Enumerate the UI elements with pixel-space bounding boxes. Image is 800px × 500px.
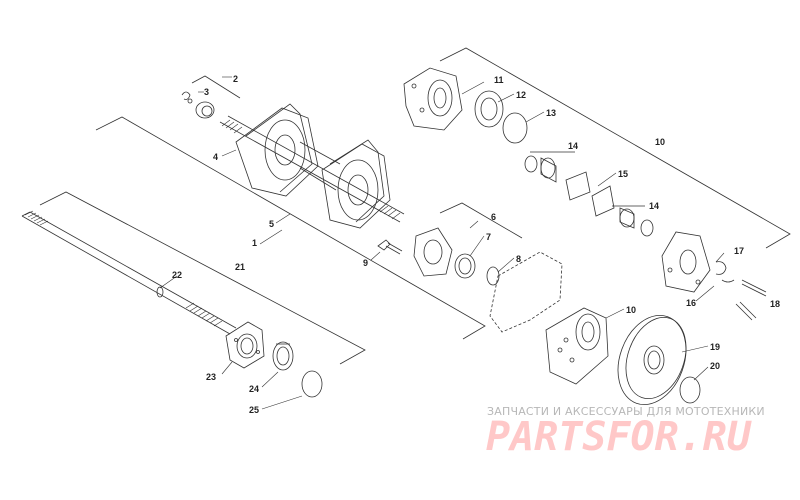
watermark-tagline: ЗАПЧАСТИ И АКСЕССУАРЫ ДЛЯ МОТОТЕХНИКИ (487, 405, 765, 418)
bearing-24 (272, 341, 294, 371)
clip-3 (181, 91, 193, 104)
callout-22: 22 (172, 270, 182, 280)
callout-24: 24 (249, 384, 259, 394)
caliper-16 (661, 231, 711, 293)
callout-14-upper: 14 (568, 141, 578, 151)
callout-19: 19 (710, 342, 720, 352)
snap-ring-20 (679, 376, 701, 404)
callout-5: 5 (269, 219, 274, 229)
bushing-14b (619, 207, 654, 237)
bearing-housing-10-lower (545, 307, 609, 385)
brake-disc-19 (617, 315, 687, 405)
callout-4: 4 (213, 152, 218, 162)
callout-6: 6 (491, 212, 496, 222)
drive-sprocket-assembly (219, 103, 405, 229)
bracket-2 (191, 75, 241, 99)
callout-3: 3 (204, 87, 209, 97)
callout-15: 15 (618, 169, 628, 179)
flange-6 (413, 227, 453, 277)
callout-14-lower: 14 (649, 201, 659, 211)
callout-16: 16 (686, 298, 696, 308)
bearing-12 (474, 90, 504, 128)
bolt-9 (377, 239, 403, 255)
bracket-10-top (439, 47, 791, 249)
ring-8 (486, 266, 500, 286)
callout-25: 25 (249, 405, 259, 415)
brake-pad-15 (565, 171, 615, 217)
callout-10-upper: 10 (655, 137, 665, 147)
callout-13: 13 (546, 108, 556, 118)
callout-8: 8 (516, 254, 521, 264)
bearing-housing-23 (225, 321, 265, 369)
callout-10-lower: 10 (626, 305, 636, 315)
bracket-6 (439, 202, 523, 239)
seal-7-inner (458, 257, 472, 275)
callout-11: 11 (494, 75, 504, 85)
callout-17: 17 (734, 246, 744, 256)
bearing-housing-11 (403, 67, 463, 131)
callout-23: 23 (206, 372, 216, 382)
drive-shaft (21, 210, 237, 335)
callout-12: 12 (516, 90, 526, 100)
callout-18: 18 (770, 299, 780, 309)
seal-7 (454, 253, 476, 279)
callout-21: 21 (235, 262, 245, 272)
watermark-logo: PARTSFOR.RU (486, 414, 751, 460)
gasket (489, 251, 563, 333)
ring-13 (502, 112, 528, 144)
callout-20: 20 (710, 361, 720, 371)
callout-labels: 1 2 3 4 5 6 7 8 9 10 10 11 12 13 14 14 1… (172, 74, 780, 415)
clip-17 (715, 261, 735, 283)
cap-2 (195, 101, 215, 119)
bushing-14a (524, 155, 557, 183)
ring-25 (301, 370, 323, 398)
callout-9: 9 (363, 258, 368, 268)
callout-1: 1 (252, 238, 257, 248)
callout-7: 7 (486, 232, 491, 242)
bracket-21 (39, 191, 366, 365)
bolt-18 (735, 279, 767, 321)
callout-2: 2 (233, 74, 238, 84)
bracket-1 (95, 116, 486, 340)
